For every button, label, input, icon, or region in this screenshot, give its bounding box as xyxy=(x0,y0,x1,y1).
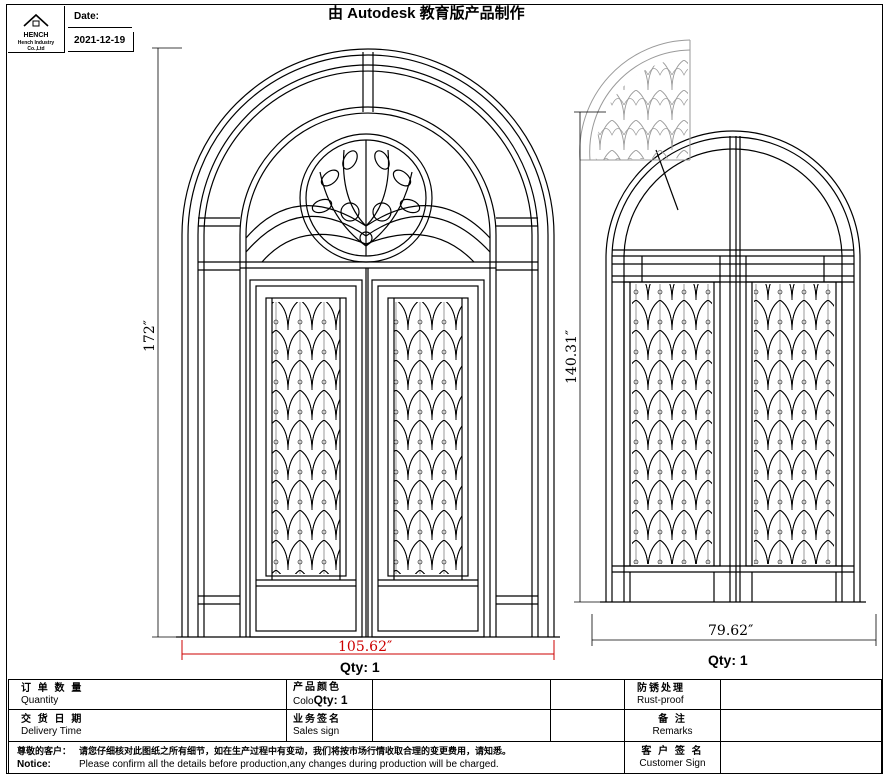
right-width-label: 79.62″ xyxy=(708,623,754,639)
customer-label-cn: 客 户 签 名 xyxy=(641,745,704,757)
logo-company-line2: Co.,Ltd xyxy=(27,46,45,52)
date-value: 2021-12-19 xyxy=(68,32,134,52)
quantity-label-en: Quantity xyxy=(21,694,59,706)
surface-spacer xyxy=(550,679,625,710)
color-label-cell: 产品颜色 ColoQty: 1 xyxy=(286,679,373,710)
delivery-label-cn: 交 货 日 期 xyxy=(21,713,84,725)
sales-label-en: Sales sign xyxy=(293,725,340,737)
color-label-text: Colo xyxy=(293,695,314,707)
logo-house-icon xyxy=(23,13,49,27)
logo-company-line1: Hench Industry xyxy=(17,40,55,46)
left-leaf-grille xyxy=(272,302,340,574)
order-info-table: 订 单 数 量 Quantity 产品颜色 ColoQty: 1 防锈处理 Ru… xyxy=(8,679,882,774)
color-value: Qty: 1 xyxy=(313,692,348,707)
drawing-frame xyxy=(6,4,883,774)
quantity-label-cn: 订 单 数 量 xyxy=(21,682,84,694)
customer-label-cell: 客 户 签 名 Customer Sign xyxy=(624,741,721,774)
notice-en-text: Please confirm all the details before pr… xyxy=(79,758,499,770)
detail-callout xyxy=(579,39,691,161)
customer-sign-cell[interactable] xyxy=(720,741,882,774)
remarks-label-cn: 备 注 xyxy=(658,713,687,725)
right-qty: Qty: 1 xyxy=(708,652,748,668)
left-height-dimension: 172″ xyxy=(142,320,158,352)
detail-grille xyxy=(595,58,688,160)
right-door-left-grille xyxy=(632,284,712,564)
surface-label-en: Rust-proof xyxy=(637,694,684,706)
surface-label-cell: 防锈处理 Rust-proof xyxy=(624,679,721,710)
right-dimension-lines xyxy=(574,111,877,646)
remarks-spacer xyxy=(550,709,625,742)
left-qty: Qty: 1 xyxy=(340,659,380,675)
notice-cn-label: 尊敬的客户： xyxy=(17,745,72,756)
right-door-drawing xyxy=(600,130,866,603)
right-leaf-grille xyxy=(394,302,462,574)
delivery-label-cell: 交 货 日 期 Delivery Time xyxy=(8,709,287,742)
logo-company: Hench Industry Co.,Ltd xyxy=(8,40,64,52)
remarks-label-en: Remarks xyxy=(652,725,693,737)
remarks-value-cell[interactable] xyxy=(720,709,882,742)
company-logo: HENCH Hench Industry Co.,Ltd xyxy=(8,6,65,53)
right-door-right-grille xyxy=(754,284,834,564)
color-value-cell[interactable] xyxy=(372,679,551,710)
notice-cn-text: 请您仔细核对此图纸之所有细节，如在生产过程中有变动，我们将按市场行情收取合理的变… xyxy=(79,745,512,756)
logo-brand: HENCH xyxy=(23,32,49,39)
page-title: 由 Autodesk 教育版产品制作 xyxy=(328,5,525,22)
left-dimension-lines xyxy=(152,47,182,638)
notice-cell: 尊敬的客户： 请您仔细核对此图纸之所有细节，如在生产过程中有变动，我们将按市场行情… xyxy=(8,741,625,774)
surface-value-cell[interactable] xyxy=(720,679,882,710)
left-door-drawing xyxy=(176,48,560,638)
sales-sign-cell[interactable] xyxy=(372,709,551,742)
surface-label-cn: 防锈处理 xyxy=(637,682,685,694)
notice-cn: 尊敬的客户： 请您仔细核对此图纸之所有细节，如在生产过程中有变动，我们将按市场行情… xyxy=(17,745,624,758)
date-label: Date: xyxy=(68,8,132,28)
quantity-label-cell: 订 单 数 量 Quantity xyxy=(8,679,287,710)
notice-en: Notice: Please confirm all the details be… xyxy=(17,758,624,771)
remarks-label-cell: 备 注 Remarks xyxy=(624,709,721,742)
left-width-label: 105.62″ xyxy=(338,639,393,655)
right-height-dimension: 140.31″ xyxy=(564,329,580,384)
sales-label-cn: 业务签名 xyxy=(293,713,341,725)
color-label-cn: 产品颜色 xyxy=(293,681,341,693)
sales-label-cell: 业务签名 Sales sign xyxy=(286,709,373,742)
customer-label-en: Customer Sign xyxy=(639,757,706,769)
color-label-en: ColoQty: 1 xyxy=(293,694,372,708)
delivery-label-en: Delivery Time xyxy=(21,725,82,737)
technical-drawing xyxy=(152,39,877,660)
date-block: Date: 2021-12-19 xyxy=(66,6,136,52)
notice-en-label: Notice: xyxy=(17,758,51,770)
left-width-dimension xyxy=(181,640,555,660)
